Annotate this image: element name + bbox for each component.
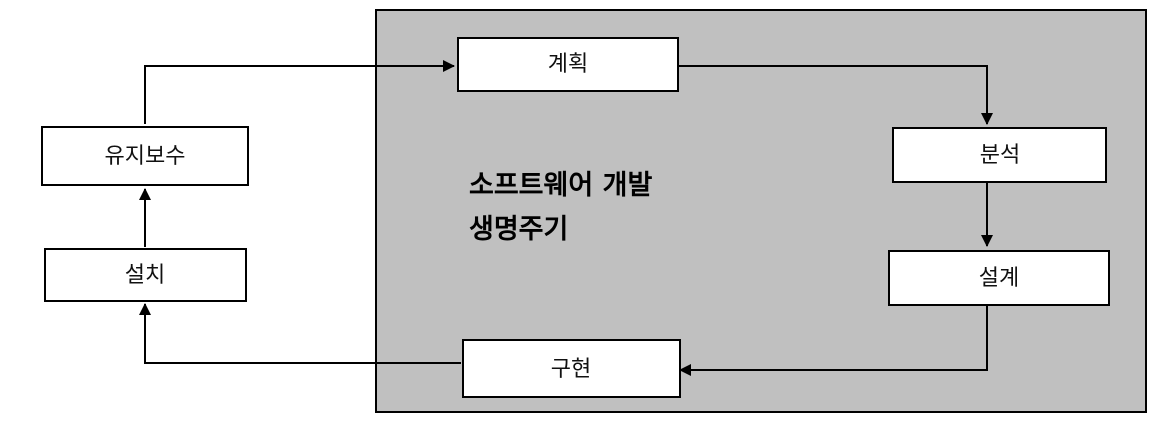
stage-analysis-label: 분석: [980, 143, 1020, 168]
arrow-plan-to-analysis: [678, 65, 993, 125]
stage-maintenance-label: 유지보수: [105, 144, 186, 169]
arrow-implementation-to-installation: [139, 303, 461, 364]
stage-installation: 설치: [44, 248, 247, 302]
diagram-title-line1: 소프트웨어 개발: [469, 170, 652, 201]
arrow-maintenance-to-plan: [144, 60, 455, 124]
stage-plan: 계획: [457, 37, 679, 92]
stage-plan-label: 계획: [548, 52, 588, 77]
stage-design-label: 설계: [979, 266, 1019, 291]
stage-implementation: 구현: [462, 339, 681, 398]
stage-installation-label: 설치: [125, 263, 165, 288]
diagram-title-line2: 생명주기: [469, 214, 568, 245]
arrow-design-to-implementation: [679, 305, 988, 376]
stage-implementation-label: 구현: [551, 357, 591, 382]
stage-maintenance: 유지보수: [41, 126, 249, 186]
stage-analysis: 분석: [892, 127, 1107, 183]
stage-design: 설계: [888, 250, 1110, 306]
